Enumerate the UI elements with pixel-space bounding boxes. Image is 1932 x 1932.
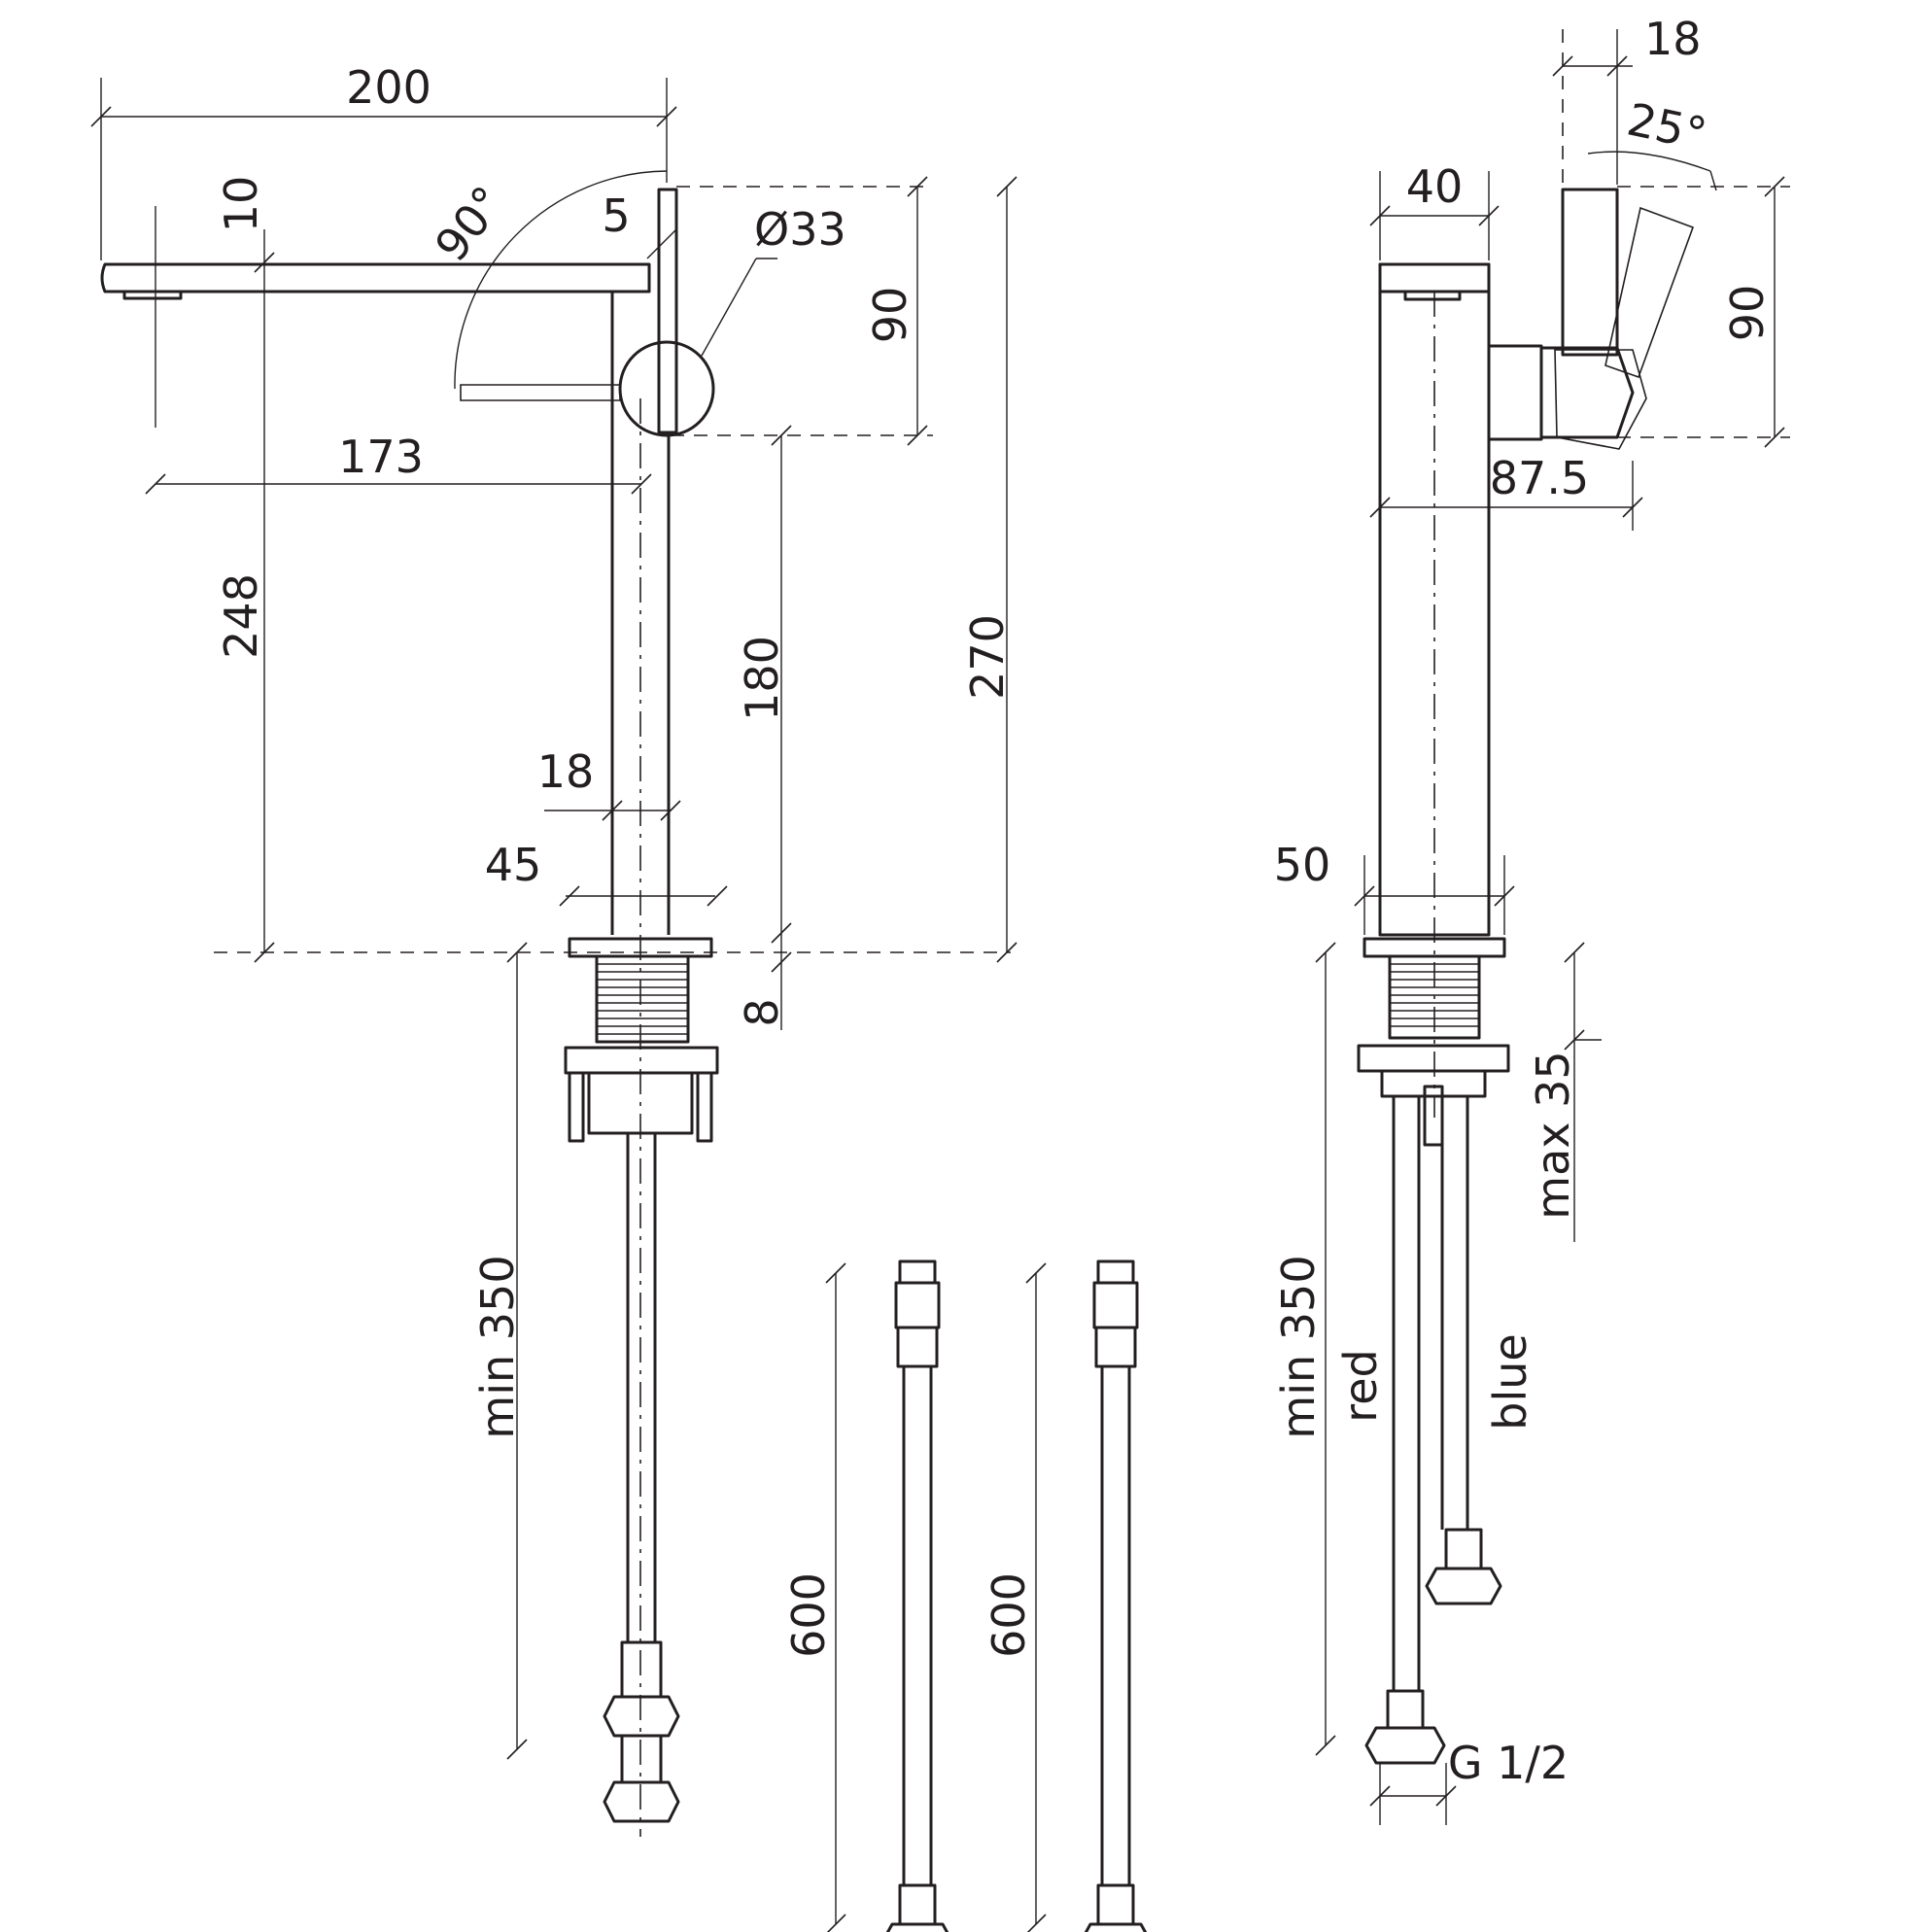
- side-shank-threads: [1390, 963, 1479, 1027]
- front-dimension-lines: [100, 78, 1011, 1749]
- side-lever-upright: [1561, 188, 1619, 357]
- front-view: [100, 188, 719, 1837]
- side-lever-tilted: [1554, 206, 1695, 450]
- dim-side-depth: 87.5: [1490, 452, 1589, 504]
- front-supply-connector: [603, 1640, 680, 1823]
- side-cartridge: [1487, 344, 1543, 441]
- dim-max-deck-thickness: max 35: [1527, 1051, 1579, 1219]
- side-dimension-lines: [1325, 29, 1790, 1825]
- dim-hose-length-2: 600: [983, 1572, 1035, 1658]
- dim-lever-diameter: Ø33: [754, 203, 846, 256]
- side-threaded-shank: [1388, 954, 1481, 1040]
- dim-side-body-width: 40: [1406, 160, 1464, 213]
- dim-handle-to-deck: 180: [736, 636, 788, 721]
- front-threaded-shank: [595, 954, 690, 1044]
- side-aerator: [1403, 290, 1462, 301]
- dim-thread-size: G 1/2: [1448, 1737, 1569, 1789]
- front-spout-aerator: [122, 290, 183, 300]
- dim-stem-width: 18: [537, 745, 595, 798]
- side-dimension-labels: 40 18 25° 90 87.5 50 max 35 min 350 red …: [1272, 13, 1774, 1789]
- front-lever: [657, 188, 678, 434]
- dim-lever-swing-angle: 90°: [425, 176, 515, 271]
- front-dimension-labels: 200 10 90° 5 Ø33 90 173 248 180 270 18 4…: [215, 61, 1014, 1439]
- front-spout: [100, 262, 651, 293]
- hot-hose-label: red: [1334, 1349, 1387, 1422]
- side-hoses: [1364, 1085, 1502, 1765]
- dim-side-lever-angle: 25°: [1623, 92, 1711, 160]
- dim-lever-offset: 5: [602, 190, 630, 242]
- side-fixing-nut: [1380, 1069, 1487, 1098]
- side-dimension-ticks: [1315, 55, 1785, 1807]
- side-lever-hub: [1539, 346, 1635, 439]
- side-view: [1357, 188, 1695, 1765]
- front-lever-hub: [618, 340, 715, 437]
- dim-side-lever-width: 18: [1644, 13, 1702, 65]
- dim-supply-length-front: min 350: [471, 1255, 524, 1438]
- front-body-column: [610, 292, 671, 935]
- front-supply-tube: [626, 1133, 657, 1642]
- front-dimension-ticks: [90, 106, 1018, 1760]
- dim-side-handle-height: 90: [1721, 285, 1774, 342]
- front-fixing-nut: [587, 1071, 694, 1135]
- front-fixing-plate: [564, 1046, 719, 1075]
- hose-dimension-lines: [825, 1262, 1047, 1932]
- dim-base-thickness: 8: [736, 998, 788, 1026]
- hose-1: [885, 1259, 949, 1932]
- front-fixing-bolts: [568, 1071, 713, 1143]
- dim-spout-thickness: 10: [215, 176, 267, 233]
- dim-side-base-width: 50: [1274, 839, 1331, 891]
- dim-spout-height: 248: [215, 573, 267, 659]
- dim-total-height: 270: [961, 614, 1014, 700]
- hose-2: [1084, 1259, 1148, 1932]
- dim-handle-height-front: 90: [864, 287, 916, 344]
- dim-spout-length: 200: [346, 61, 431, 114]
- cold-hose-label: blue: [1484, 1333, 1536, 1430]
- side-fixing-plate: [1357, 1044, 1510, 1073]
- dim-spout-reach: 173: [338, 431, 424, 483]
- dim-hose-length-1: 600: [782, 1572, 835, 1658]
- dim-base-width: 45: [485, 839, 542, 891]
- side-spout-end: [1378, 262, 1491, 293]
- dim-supply-length-side: min 350: [1272, 1255, 1325, 1438]
- front-shank-threads: [597, 963, 688, 1035]
- front-lever-swung: [460, 384, 621, 401]
